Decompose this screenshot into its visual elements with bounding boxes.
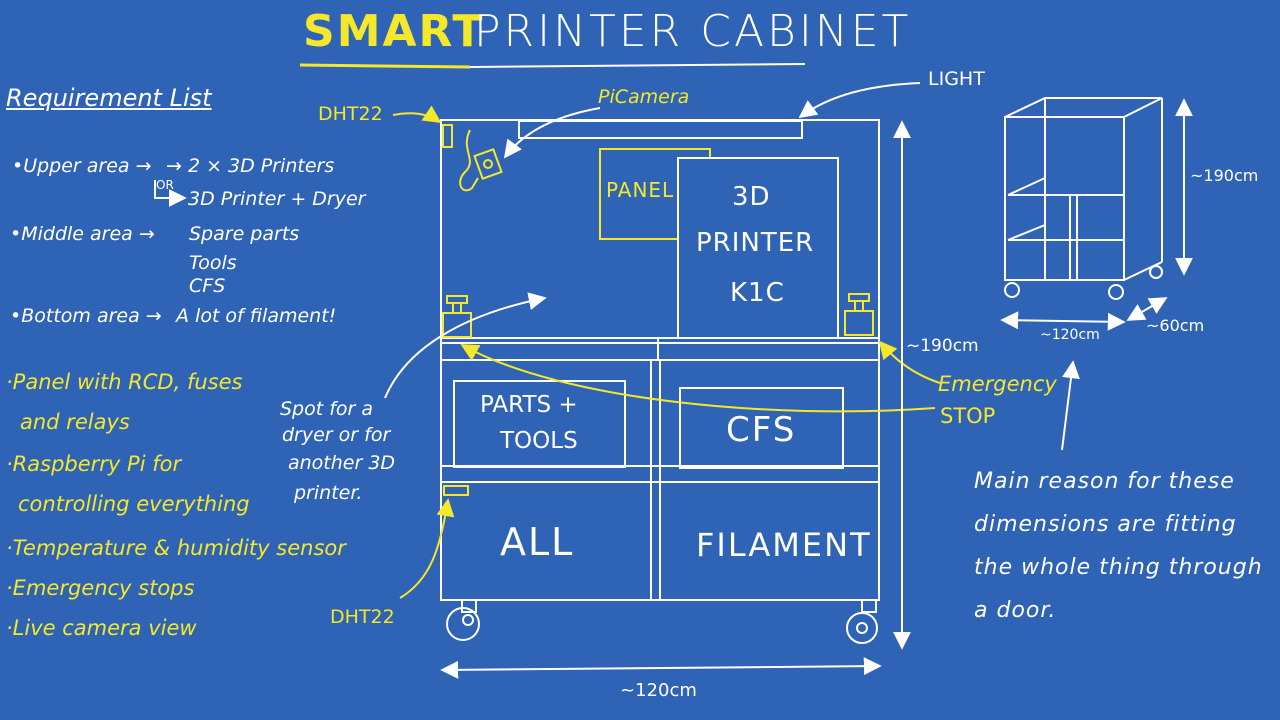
feature-panel-line-1: ·Panel with RCD, fuses xyxy=(6,370,243,394)
parts-line-2: TOOLS xyxy=(500,428,578,454)
note-arrow xyxy=(1061,360,1080,451)
middle-area-value-2: Tools xyxy=(189,252,237,274)
dht22-bottom-arrow xyxy=(399,498,455,599)
small-depth-dim-arrow xyxy=(1126,297,1168,321)
upper-area-value-1: → 2 × 3D Printers xyxy=(166,155,335,177)
feature-camera: ·Live camera view xyxy=(6,616,197,640)
picamera-device xyxy=(459,129,503,192)
bottom-area-value: A lot of filament! xyxy=(176,305,337,327)
feature-panel-line-2: and relays xyxy=(20,410,130,434)
feature-pi-line-2: controlling everything xyxy=(18,492,250,516)
width-dim-arrow xyxy=(440,657,882,679)
note-line-3: the whole thing through xyxy=(974,555,1263,580)
bottom-area-label: •Bottom area → xyxy=(10,305,162,327)
emergency-label-1: Emergency xyxy=(938,372,1057,396)
wheel-right xyxy=(846,599,878,644)
feature-sensor: ·Temperature & humidity sensor xyxy=(6,536,346,560)
cfs-box xyxy=(679,387,844,469)
note-line-4: a door. xyxy=(974,598,1057,623)
width-dim-label: ~120cm xyxy=(620,680,697,701)
light-arrow xyxy=(798,82,921,119)
cfs-label: CFS xyxy=(726,410,797,450)
dht22-bottom-sensor xyxy=(443,485,469,496)
picamera-arrow xyxy=(503,107,601,159)
feature-pi-line-1: ·Raspberry Pi for xyxy=(6,452,182,476)
printer-box xyxy=(677,157,839,339)
spot-line-3: another 3D xyxy=(288,452,396,474)
upper-area-label: •Upper area → xyxy=(12,155,152,177)
note-line-1: Main reason for these xyxy=(974,469,1235,494)
middle-area-value-1: Spare parts xyxy=(189,223,300,245)
small-height-dim-label: ~190cm xyxy=(1190,166,1259,185)
all-label: ALL xyxy=(500,520,575,564)
wheel-left xyxy=(446,599,480,641)
small-width-dim-label: ~120cm xyxy=(1040,327,1100,343)
dht22-bottom-label: DHT22 xyxy=(330,606,395,628)
spot-line-2: dryer or for xyxy=(282,424,391,446)
isometric-cabinet xyxy=(1004,97,1163,300)
title-printer-cabinet: PRINTER CABINET xyxy=(474,6,912,57)
feature-estops: ·Emergency stops xyxy=(6,576,195,600)
title-smart: SMART xyxy=(303,6,485,57)
estop-left xyxy=(442,295,472,338)
spot-line-4: printer. xyxy=(294,482,363,504)
small-width-dim-arrow xyxy=(1000,311,1126,331)
dht22-top-sensor xyxy=(442,124,453,148)
estop-arrow-left xyxy=(460,344,936,413)
spot-arrow xyxy=(384,292,547,399)
upper-area-value-2: 3D Printer + Dryer xyxy=(188,188,366,210)
emergency-label-2: STOP xyxy=(940,404,996,428)
note-line-2: dimensions are fitting xyxy=(974,512,1237,537)
printer-line-3: K1C xyxy=(730,278,785,308)
printer-line-1: 3D xyxy=(732,182,771,212)
small-depth-dim-label: ~60cm xyxy=(1146,316,1205,335)
middle-area-value-3: CFS xyxy=(189,275,226,297)
picamera-label: PiCamera xyxy=(598,86,690,108)
light-label: LIGHT xyxy=(928,68,985,90)
parts-line-1: PARTS + xyxy=(480,392,578,418)
spot-line-1: Spot for a xyxy=(280,398,374,420)
cabinet-light-bar xyxy=(518,120,803,139)
printer-line-2: PRINTER xyxy=(696,228,815,258)
height-dim-label: ~190cm xyxy=(906,336,979,356)
estop-right xyxy=(844,293,874,336)
panel-label: PANEL xyxy=(606,178,675,202)
requirement-heading: Requirement List xyxy=(6,84,212,112)
middle-area-label: •Middle area → xyxy=(10,223,155,245)
filament-label: FILAMENT xyxy=(696,526,872,564)
upper-area-or: OR xyxy=(156,178,174,192)
dht22-top-arrow xyxy=(392,105,442,123)
dht22-top-label: DHT22 xyxy=(318,103,383,125)
title-underline xyxy=(299,63,806,69)
or-branch-arrow xyxy=(154,180,187,207)
parts-box xyxy=(453,380,626,468)
